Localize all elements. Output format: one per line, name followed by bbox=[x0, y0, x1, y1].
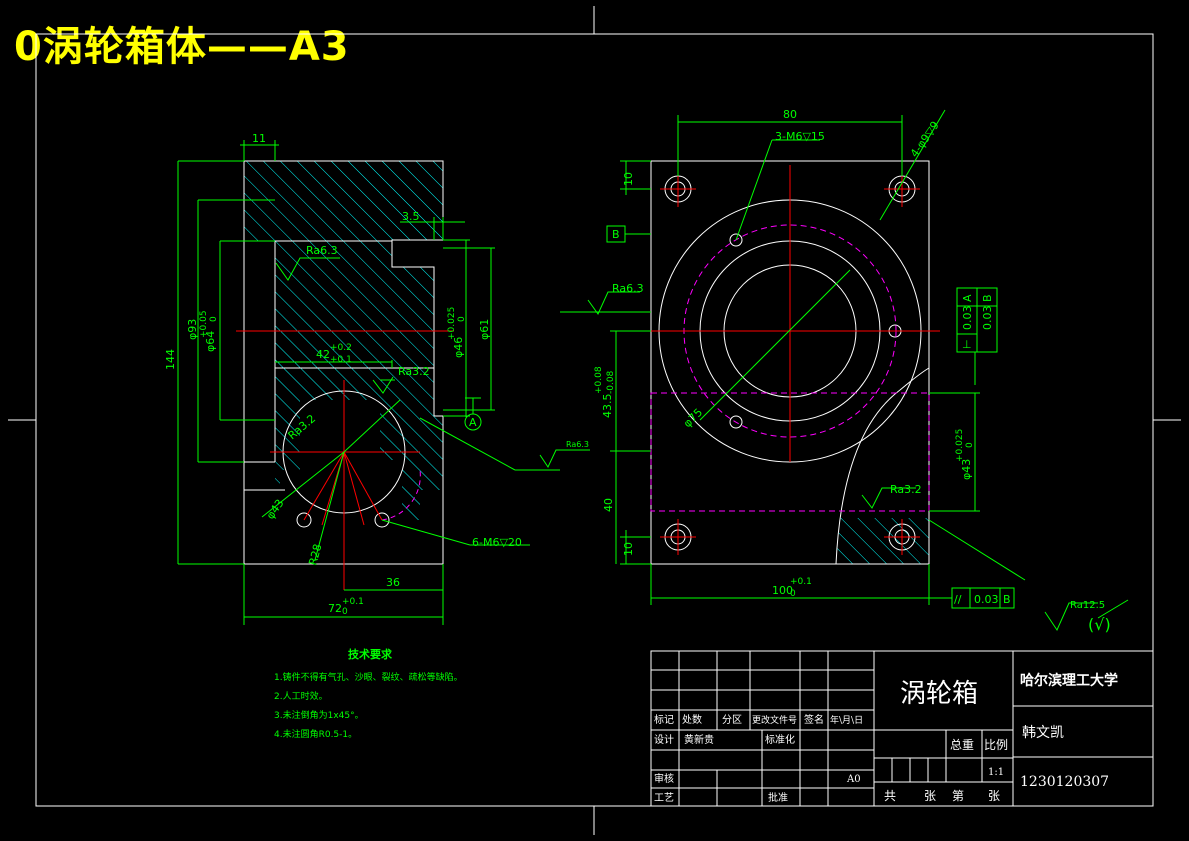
tech-item-3: 3.未注倒角为1x45°。 bbox=[274, 709, 364, 721]
dim-46-tol-up: +0.025 bbox=[447, 307, 457, 340]
tol2-datum: B bbox=[981, 294, 994, 302]
thread-6-m6: 6-M6▽20 bbox=[472, 536, 522, 549]
tech-item-2: 2.人工时效。 bbox=[274, 690, 328, 702]
label-approve: 批准 bbox=[768, 791, 788, 804]
right-hatch bbox=[836, 518, 929, 564]
dim-100-tol-low: 0 bbox=[790, 589, 796, 599]
part-name: 涡轮箱 bbox=[900, 679, 978, 709]
dim-72-tol-up: +0.1 bbox=[342, 597, 364, 607]
ra-top: Ra6.3 bbox=[306, 244, 338, 257]
dim-42-tol-low: +0.1 bbox=[330, 355, 352, 365]
dim-43-5: 43.5 bbox=[601, 394, 614, 419]
sheet-frame bbox=[8, 6, 1181, 835]
ra-mid: Ra3.2 bbox=[398, 365, 430, 378]
datum-b: B bbox=[612, 228, 620, 241]
label-design: 设计 bbox=[654, 733, 674, 746]
dim-43b-tol-low: 0 bbox=[965, 442, 975, 448]
dim-72-tol-low: 0 bbox=[342, 607, 348, 617]
designer-name: 黄新贵 bbox=[684, 733, 714, 746]
label-sheets: 张 bbox=[924, 789, 936, 803]
dim-11: 11 bbox=[252, 132, 266, 145]
dim-80: 80 bbox=[783, 108, 797, 121]
dim-10-top: 10 bbox=[622, 172, 635, 186]
perp-symbol: ⊥ bbox=[962, 338, 972, 351]
dim-28: R28 bbox=[306, 543, 324, 567]
label-zone: 分区 bbox=[722, 714, 742, 726]
label-date: 年\月\日 bbox=[830, 714, 863, 726]
ra-left: Ra6.3 bbox=[612, 282, 644, 295]
title-block bbox=[650, 650, 1154, 807]
tech-item-1: 1.铸件不得有气孔、沙眼、裂纹、疏松等缺陷。 bbox=[274, 671, 463, 683]
dim-42-tol-up: +0.2 bbox=[330, 343, 352, 353]
dim-40: 40 bbox=[602, 498, 615, 512]
left-section-view: 11 3.5 144 φ93 φ64 +0.05 0 42 +0.2 +0.1 … bbox=[164, 132, 590, 625]
dim-46: φ46 bbox=[452, 337, 465, 358]
dim-64-tol-up: +0.05 bbox=[199, 310, 209, 338]
dim-100-tol-up: +0.1 bbox=[790, 577, 812, 587]
label-number: 第 bbox=[952, 789, 964, 803]
thread-3-m6: 3-M6▽15 bbox=[775, 130, 825, 143]
tech-requirements: 技术要求 1.铸件不得有气孔、沙眼、裂纹、疏松等缺陷。 2.人工时效。 3.未注… bbox=[274, 647, 463, 740]
dim-43b-tol-up: +0.025 bbox=[955, 429, 965, 462]
drawing-title: 0涡轮箱体——A3 bbox=[14, 24, 350, 70]
parallel-datum: B bbox=[1003, 593, 1011, 606]
dim-10-bot: 10 bbox=[622, 542, 635, 556]
label-total: 共 bbox=[884, 789, 896, 803]
title-block-text: 涡轮箱 哈尔滨理工大学 韩文凯 1230120307 标记 处数 分区 更改文件… bbox=[654, 672, 1118, 804]
tech-item-4: 4.未注圆角R0.5-1。 bbox=[274, 728, 357, 740]
author-name: 韩文凯 bbox=[1022, 725, 1064, 741]
school-name: 哈尔滨理工大学 bbox=[1020, 672, 1118, 689]
label-process: 工艺 bbox=[654, 792, 674, 804]
ra-bottom: Ra3.2 bbox=[890, 483, 922, 496]
dim-61: φ61 bbox=[478, 319, 491, 340]
dim-100: 100 bbox=[772, 584, 793, 597]
student-id: 1230120307 bbox=[1020, 774, 1109, 790]
parallel-symbol: // bbox=[954, 593, 962, 606]
label-sign: 签名 bbox=[804, 713, 824, 726]
dim-64-tol-low: 0 bbox=[209, 316, 219, 322]
dim-46-tol-low: 0 bbox=[457, 316, 467, 322]
label-mark: 标记 bbox=[654, 714, 674, 726]
dim-93: φ93 bbox=[186, 319, 199, 340]
tol1-datum: A bbox=[961, 294, 974, 302]
label-sheet: 张 bbox=[988, 789, 1000, 803]
label-ratio: 比例 bbox=[984, 738, 1008, 752]
scale-value: 1:1 bbox=[988, 767, 1004, 778]
dim-36: 36 bbox=[386, 576, 400, 589]
dim-3-5: 3.5 bbox=[402, 210, 420, 223]
dim-64: φ64 bbox=[204, 331, 217, 352]
label-change-doc: 更改文件号 bbox=[752, 714, 797, 726]
dim-43b: φ43 bbox=[960, 459, 973, 480]
dim-43-5-tol-low: -0.08 bbox=[606, 370, 616, 394]
dim-42: 42 bbox=[316, 348, 330, 361]
tech-title: 技术要求 bbox=[348, 647, 393, 661]
ra-right: Ra6.3 bbox=[566, 440, 589, 449]
dim-72: 72 bbox=[328, 602, 342, 615]
label-weight: 总重 bbox=[950, 738, 974, 752]
right-front-view: 80 3-M6▽15 4-φ9▽9 10 10 43.5 +0.08 -0.08… bbox=[560, 108, 1129, 634]
tol1-value: 0.03 bbox=[961, 306, 974, 331]
label-standard: 标准化 bbox=[765, 733, 795, 746]
parallel-value: 0.03 bbox=[974, 593, 999, 606]
label-count: 处数 bbox=[682, 713, 702, 726]
ra-general-paren: (√) bbox=[1088, 615, 1111, 634]
tol2-value: 0.03 bbox=[981, 306, 994, 331]
ra-general: Ra12.5 bbox=[1070, 600, 1105, 611]
holes-4-d9: 4-φ9▽9 bbox=[908, 119, 942, 160]
datum-a: A bbox=[469, 416, 477, 429]
dim-144: 144 bbox=[164, 349, 177, 370]
label-review: 审核 bbox=[654, 772, 674, 785]
material-value: A0 bbox=[846, 774, 861, 785]
dim-43-5-tol-up: +0.08 bbox=[594, 366, 604, 394]
left-hatch bbox=[244, 161, 443, 520]
